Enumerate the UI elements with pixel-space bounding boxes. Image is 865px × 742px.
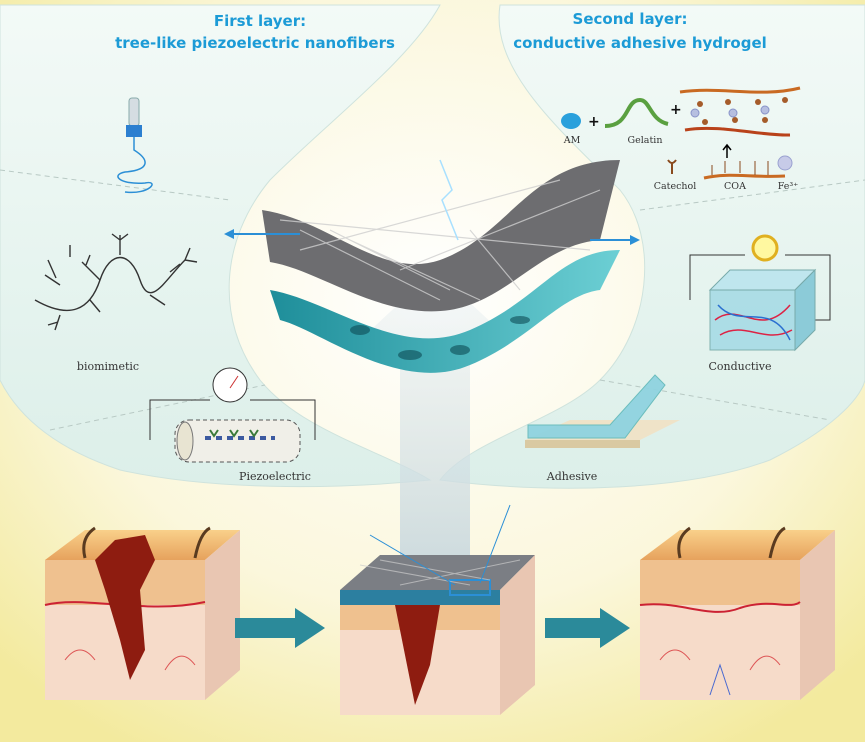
gelatin-label: Gelatin: [628, 135, 663, 146]
arrow-up-icon: [722, 143, 732, 158]
process-arrow: [545, 608, 630, 648]
tree-fiber-icon: [34, 233, 198, 331]
wounded-skin-block: [44, 526, 240, 700]
divider: [0, 169, 231, 201]
healed-skin-block: [639, 526, 835, 700]
second-layer-subtitle: conductive adhesive hydrogel: [513, 34, 767, 52]
piezoelectric-label: Piezoelectric: [239, 470, 311, 483]
divider: [599, 379, 831, 421]
plus-sign: +: [670, 102, 682, 118]
catechol-label: Catechol: [654, 181, 697, 192]
first-layer-panel: [0, 4, 441, 488]
plus-sign: +: [588, 114, 600, 130]
piezoelectric-circuit-icon: [149, 367, 316, 463]
lightning-icon: [439, 159, 459, 241]
second-layer-panel: [439, 4, 865, 489]
fe-label: Fe³⁺: [778, 181, 799, 192]
synthesis-scheme: [561, 86, 801, 180]
left-arrow: [224, 229, 300, 239]
am-label: AM: [563, 135, 581, 146]
gelatin-chain-icon: [604, 97, 669, 128]
am-monomer-icon: [561, 113, 581, 129]
fe-ion-icon: [777, 155, 793, 171]
first-layer-subtitle: tree-like piezoelectric nanofibers: [115, 34, 395, 52]
bilayer-membrane: [262, 159, 620, 373]
conductive-hydrogel-cube-icon: [689, 234, 831, 352]
right-arrow: [590, 235, 640, 245]
biomimetic-label: biomimetic: [77, 360, 139, 373]
first-layer-title: First layer:: [214, 12, 306, 30]
coa-label: COA: [724, 181, 746, 192]
process-arrow: [235, 608, 325, 648]
electrospinning-syringe-icon: [117, 97, 153, 194]
second-layer-title: Second layer:: [573, 10, 688, 28]
adhesive-hydrogel-icon: [525, 374, 680, 448]
divider: [639, 179, 865, 211]
adhesive-label: Adhesive: [546, 470, 597, 483]
treated-skin-block: [340, 504, 535, 715]
upward-arrow: [360, 270, 510, 560]
polymer-network-icon: [679, 86, 801, 94]
zoom-box: [449, 579, 491, 596]
conductive-label: Conductive: [708, 360, 771, 373]
catechol-icon: [667, 159, 677, 174]
